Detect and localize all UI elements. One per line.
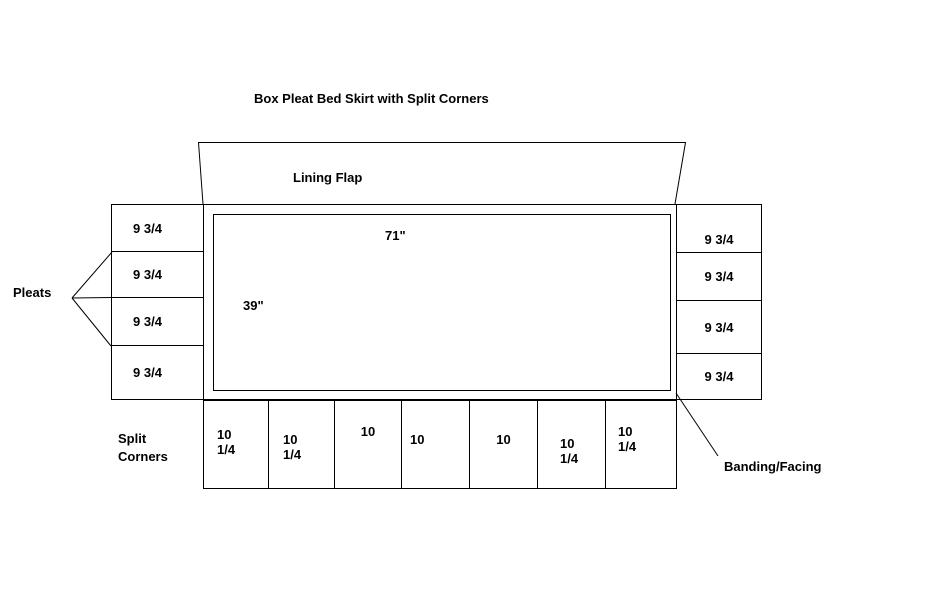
panel-measurement: 10 1/4 bbox=[283, 432, 302, 462]
panel-measurement: 9 3/4 bbox=[704, 269, 734, 284]
left-pleat-panel: 9 3/4 bbox=[112, 205, 203, 252]
right-pleat-panel: 9 3/4 bbox=[677, 205, 761, 253]
right-pleat-column: 9 3/4 9 3/4 9 3/4 9 3/4 bbox=[676, 204, 762, 400]
panel-measurement: 10 1/4 bbox=[217, 427, 236, 457]
panel-measurement: 9 3/4 bbox=[133, 365, 162, 380]
panel-measurement: 9 3/4 bbox=[704, 232, 734, 247]
pleats-pointer-middle-line bbox=[71, 297, 112, 299]
bottom-panel: 10 bbox=[402, 401, 470, 488]
bottom-panel-row: 10 1/4 10 1/4 10 10 10 10 1/4 10 1/4 bbox=[203, 400, 677, 489]
panel-measurement: 10 bbox=[360, 424, 376, 439]
right-pleat-panel: 9 3/4 bbox=[677, 354, 761, 399]
bottom-panel: 10 bbox=[470, 401, 538, 488]
lining-flap-label: Lining Flap bbox=[293, 170, 363, 185]
banding-pointer-line bbox=[675, 392, 719, 457]
panel-measurement: 9 3/4 bbox=[133, 267, 162, 282]
left-pleat-panel: 9 3/4 bbox=[112, 346, 203, 399]
pleats-pointer-bottom-line bbox=[71, 297, 112, 347]
diagram-title: Box Pleat Bed Skirt with Split Corners bbox=[254, 91, 489, 106]
panel-measurement: 10 1/4 bbox=[618, 424, 637, 454]
right-pleat-panel: 9 3/4 bbox=[677, 253, 761, 301]
panel-measurement: 10 bbox=[410, 432, 425, 447]
bottom-panel: 10 1/4 bbox=[606, 401, 676, 488]
width-dimension-label: 71" bbox=[385, 228, 406, 243]
panel-measurement: 9 3/4 bbox=[704, 369, 734, 384]
panel-measurement: 10 1/4 bbox=[560, 436, 579, 466]
pleats-label: Pleats bbox=[13, 285, 52, 300]
split-corners-label: Split Corners bbox=[118, 431, 168, 464]
left-pleat-panel: 9 3/4 bbox=[112, 252, 203, 298]
skirt-panel-rect bbox=[213, 214, 671, 391]
panel-measurement: 10 bbox=[496, 432, 511, 447]
left-pleat-panel: 9 3/4 bbox=[112, 298, 203, 346]
panel-measurement: 9 3/4 bbox=[133, 220, 162, 236]
panel-measurement: 9 3/4 bbox=[704, 319, 734, 335]
pleats-pointer-top-line bbox=[71, 251, 113, 299]
bottom-panel: 10 1/4 bbox=[538, 401, 606, 488]
height-dimension-label: 39" bbox=[243, 298, 264, 313]
bottom-panel: 10 1/4 bbox=[269, 401, 335, 488]
left-pleat-column: 9 3/4 9 3/4 9 3/4 9 3/4 bbox=[111, 204, 204, 400]
lining-flap-outline bbox=[197, 142, 687, 205]
bottom-panel: 10 1/4 bbox=[204, 401, 269, 488]
bottom-panel: 10 bbox=[335, 401, 402, 488]
banding-facing-label: Banding/Facing bbox=[724, 459, 822, 474]
right-pleat-panel: 9 3/4 bbox=[677, 301, 761, 354]
panel-measurement: 9 3/4 bbox=[133, 314, 162, 329]
